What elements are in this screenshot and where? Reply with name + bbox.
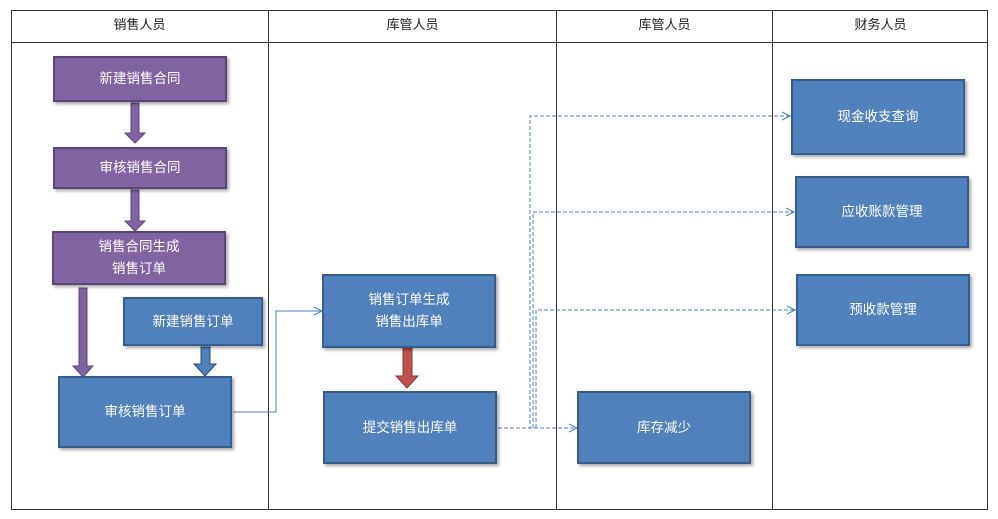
connector-to-receivables: [532, 212, 794, 428]
box-order-to-outbound[interactable]: 销售订单生成 销售出库单: [322, 274, 496, 348]
lane-title-finance: 财务人员: [854, 18, 907, 33]
box-new-contract[interactable]: 新建销售合同: [53, 56, 227, 102]
box-new-order[interactable]: 新建销售订单: [123, 297, 263, 346]
blue-flow-arrow: [192, 346, 218, 377]
box-review-contract[interactable]: 审核销售合同: [53, 147, 227, 189]
box-stock-decrease[interactable]: 库存减少: [577, 391, 751, 464]
purple-flow-arrow: [123, 102, 147, 144]
lane-header-row: [11, 10, 988, 43]
box-advance-receipts[interactable]: 预收款管理: [796, 274, 970, 346]
lane-divider: [772, 10, 773, 510]
lane-divider: [556, 10, 557, 510]
box-receivables[interactable]: 应收账款管理: [795, 176, 969, 248]
lane-title-sales: 销售人员: [113, 18, 166, 33]
red-flow-arrow: [394, 347, 420, 389]
purple-flow-arrow: [71, 287, 95, 378]
box-contract-to-order[interactable]: 销售合同生成 销售订单: [52, 231, 226, 285]
box-review-order[interactable]: 审核销售订单: [58, 376, 232, 448]
connector-review-to-outbound: [233, 311, 322, 413]
lane-title-warehouse-1: 库管人员: [386, 18, 439, 33]
lane-divider: [268, 10, 269, 510]
box-cash-query[interactable]: 现金收支查询: [791, 79, 965, 155]
box-submit-outbound[interactable]: 提交销售出库单: [323, 391, 497, 464]
purple-flow-arrow: [123, 189, 147, 232]
swimlane-frame: [11, 10, 988, 510]
connector-to-advance-receipts: [535, 310, 795, 428]
lane-title-warehouse-2: 库管人员: [638, 18, 691, 33]
connector-to-cash-query: [498, 116, 790, 429]
